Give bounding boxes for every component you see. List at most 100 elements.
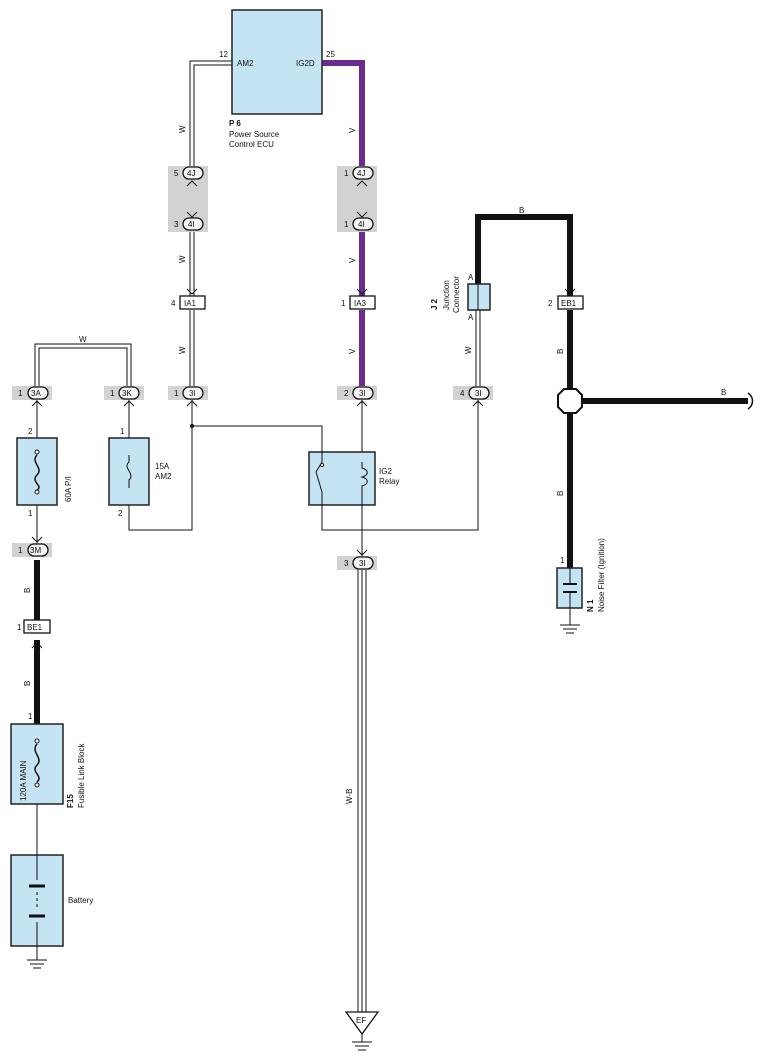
svg-text:1: 1	[18, 546, 23, 555]
ground-battery	[27, 959, 47, 969]
svg-text:B: B	[23, 681, 32, 686]
ig2-relay: IG2 Relay	[308, 451, 399, 506]
svg-text:3K: 3K	[122, 389, 132, 398]
svg-text:5: 5	[174, 169, 179, 178]
svg-text:B: B	[721, 388, 726, 397]
svg-text:W: W	[464, 346, 473, 354]
svg-text:4: 4	[171, 299, 176, 308]
svg-text:3: 3	[344, 559, 349, 568]
svg-text:N 1: N 1	[586, 599, 595, 612]
svg-text:1: 1	[560, 556, 565, 565]
connector-3i-3: 3I 3	[337, 556, 377, 570]
svg-text:IA1: IA1	[184, 299, 197, 308]
connector-3m: 3M 1	[12, 543, 52, 557]
svg-text:15A: 15A	[155, 462, 170, 471]
svg-text:4: 4	[460, 389, 465, 398]
svg-text:Junction: Junction	[442, 280, 451, 310]
connector-4i-right: 4I 1	[344, 211, 374, 231]
svg-text:J 2: J 2	[430, 298, 439, 310]
ecu-name-1: Power Source	[229, 130, 280, 139]
wire-wb-ground	[357, 570, 367, 1012]
svg-text:A: A	[468, 313, 474, 322]
svg-text:Fusible Link Block: Fusible Link Block	[77, 743, 86, 808]
splice-dot	[190, 424, 194, 428]
svg-text:B: B	[556, 349, 565, 354]
battery: Battery	[10, 854, 93, 947]
svg-text:2: 2	[344, 389, 349, 398]
splice-point	[557, 388, 583, 414]
connector-arrows	[31, 400, 484, 556]
noise-filter: 1 N 1 Noise Filter (Ignition)	[556, 538, 606, 612]
svg-text:2: 2	[548, 299, 553, 308]
svg-text:1: 1	[110, 389, 115, 398]
svg-text:W: W	[178, 255, 187, 263]
fuse-15a-am2: 1 2 15A AM2	[108, 427, 172, 518]
svg-text:1: 1	[28, 509, 33, 518]
svg-text:V: V	[348, 257, 357, 263]
ecu-pin-am2: AM2	[237, 59, 254, 68]
svg-text:1: 1	[18, 389, 23, 398]
svg-text:3I: 3I	[475, 389, 482, 398]
power-source-ecu: AM2 IG2D 12 25 P 6 Power Source Control …	[219, 9, 335, 149]
svg-text:B: B	[23, 588, 32, 593]
svg-text:4I: 4I	[188, 220, 195, 229]
svg-text:W: W	[79, 335, 87, 344]
ground-ef: EF	[344, 1011, 380, 1051]
svg-text:W: W	[178, 125, 187, 133]
fusible-link-block: 1 120A MAIN F15 Fusible Link Block	[10, 712, 86, 808]
svg-text:IG2: IG2	[379, 467, 392, 476]
wire-black-top	[475, 214, 573, 296]
svg-text:Battery: Battery	[68, 896, 93, 905]
svg-text:3I: 3I	[359, 389, 366, 398]
ecu-id: P 6	[229, 119, 241, 128]
svg-text:B: B	[519, 206, 524, 215]
svg-text:Noise Filter (Ignition): Noise Filter (Ignition)	[597, 538, 606, 612]
connector-eb1: EB1 2	[548, 288, 584, 310]
junction-connector: A A J 2 Junction Connector	[430, 273, 491, 322]
svg-text:4I: 4I	[358, 220, 365, 229]
svg-text:1: 1	[344, 220, 349, 229]
ecu-pin-12: 12	[219, 50, 228, 59]
svg-text:2: 2	[28, 427, 33, 436]
svg-text:EF: EF	[356, 1016, 366, 1025]
svg-text:W-B: W-B	[345, 789, 354, 804]
fuse-60a-pi: 2 1 60A P/I	[16, 427, 73, 518]
ground-noise	[560, 624, 580, 634]
svg-text:1: 1	[344, 169, 349, 178]
svg-text:2: 2	[118, 509, 123, 518]
svg-text:1: 1	[174, 389, 179, 398]
svg-text:3I: 3I	[359, 559, 366, 568]
ecu-pin-25: 25	[326, 50, 335, 59]
svg-text:W: W	[178, 346, 187, 354]
svg-text:Connector: Connector	[452, 276, 461, 313]
svg-text:V: V	[348, 348, 357, 354]
connector-4j-right: 4J 1	[344, 166, 374, 187]
svg-text:IA3: IA3	[354, 299, 367, 308]
wire-jumper-white	[34, 343, 132, 386]
svg-text:1: 1	[28, 712, 33, 721]
wire-color-labels: W W W V V V W B W B B B B B W-B	[23, 125, 726, 804]
svg-text:F15: F15	[66, 794, 75, 808]
svg-text:V: V	[348, 127, 357, 133]
svg-text:4J: 4J	[187, 169, 195, 178]
ecu-pin-ig2d: IG2D	[296, 59, 315, 68]
svg-text:120A MAIN: 120A MAIN	[19, 760, 28, 801]
svg-text:1: 1	[17, 623, 22, 632]
svg-text:Relay: Relay	[379, 477, 399, 486]
connector-row-3: 3A 1 3K 1 3I 1 3I 2 3I 4	[12, 386, 493, 400]
connector-4i-left: 4I 3	[174, 211, 204, 231]
connector-4j-left: 4J 5	[174, 166, 204, 187]
svg-text:4J: 4J	[357, 169, 365, 178]
svg-text:B: B	[556, 491, 565, 496]
ecu-name-2: Control ECU	[229, 140, 274, 149]
svg-text:1: 1	[341, 299, 346, 308]
thin-wiring	[36, 400, 571, 960]
svg-text:BE1: BE1	[27, 623, 43, 632]
connector-ia3: IA3 1	[341, 288, 376, 310]
svg-text:3I: 3I	[189, 389, 196, 398]
connector-be1: BE1 1	[17, 619, 51, 649]
svg-text:3A: 3A	[31, 389, 41, 398]
svg-text:A: A	[468, 273, 474, 282]
svg-text:3: 3	[174, 220, 179, 229]
